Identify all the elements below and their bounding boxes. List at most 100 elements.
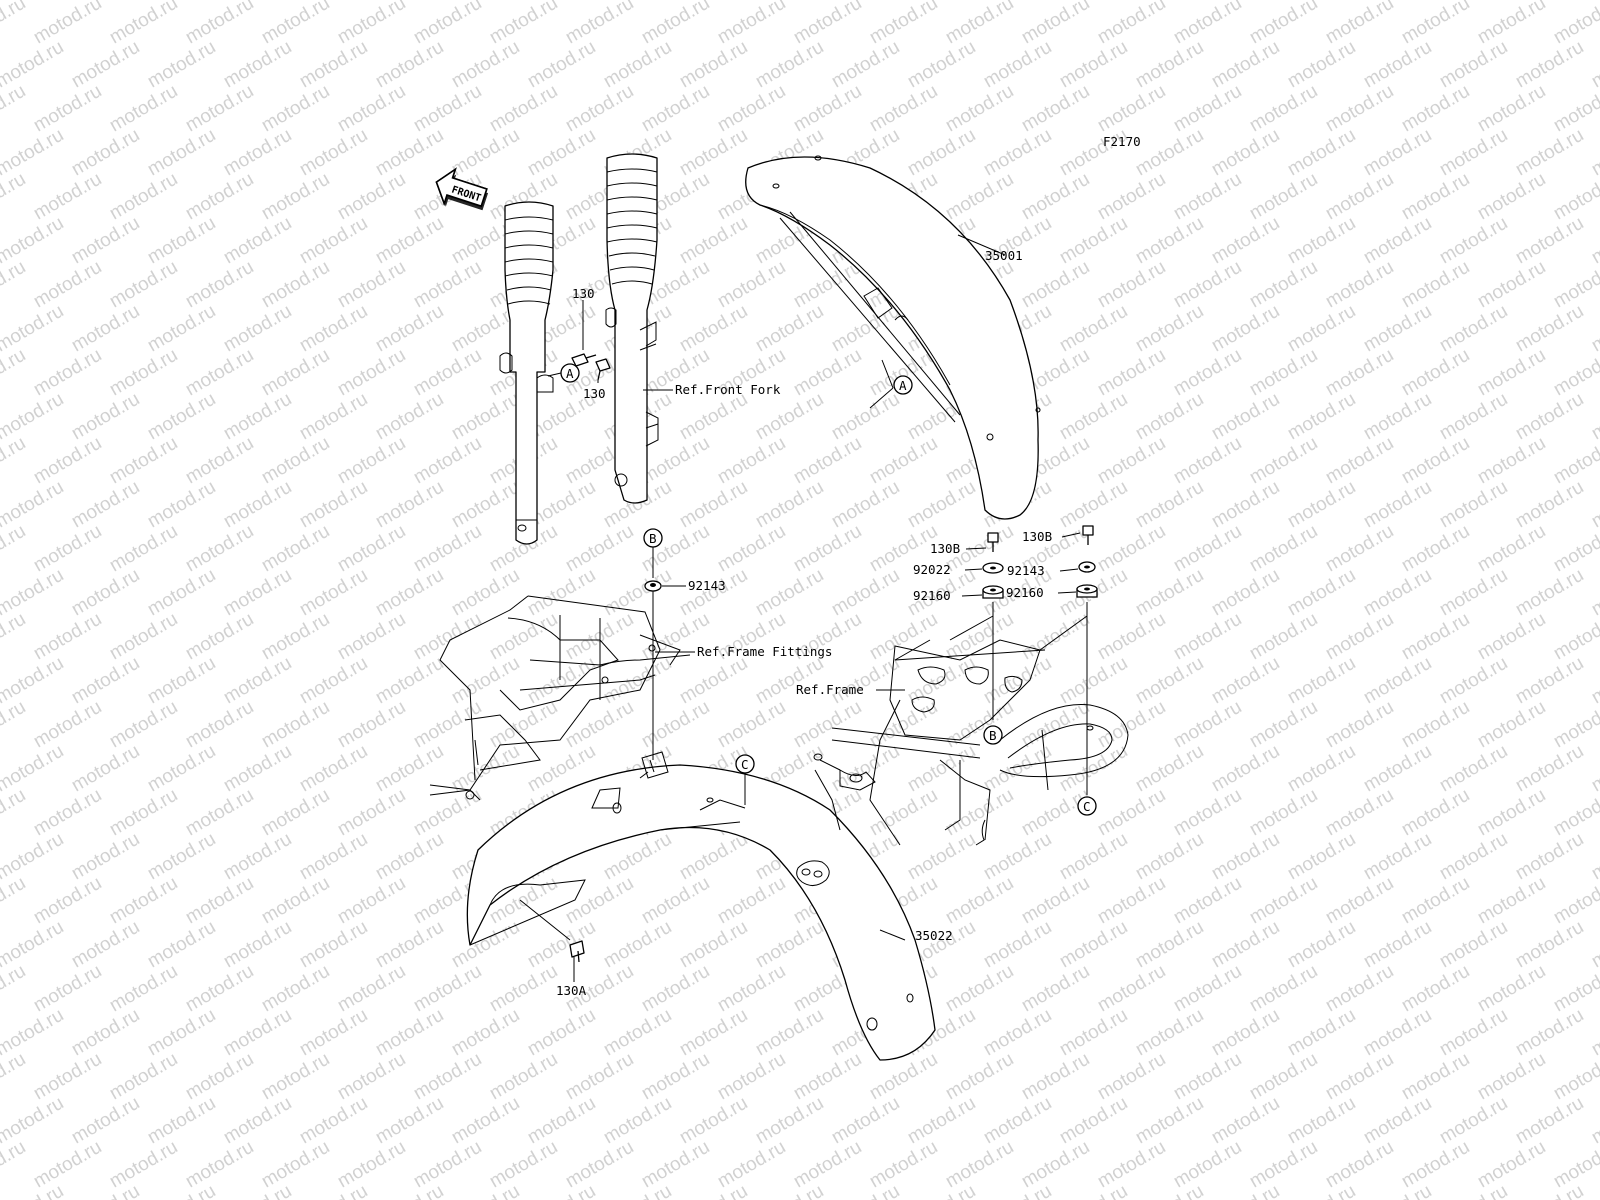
watermark-text: motod.ru — [1284, 829, 1359, 885]
watermark-text: motod.ru — [1132, 389, 1207, 445]
watermark-text: motod.ru — [182, 785, 257, 841]
watermark-text: motod.ru — [1322, 697, 1397, 753]
watermark-text: motod.ru — [714, 1137, 789, 1193]
watermark-text: motod.ru — [1588, 1093, 1600, 1149]
watermark-text: motod.ru — [1284, 741, 1359, 797]
watermark-text: motod.ru — [904, 125, 979, 181]
watermark-text: motod.ru — [752, 1181, 827, 1200]
watermark-text: motod.ru — [638, 873, 713, 929]
watermark-text: motod.ru — [942, 81, 1017, 137]
watermark-text: motod.ru — [524, 37, 599, 93]
watermark-text: motod.ru — [1322, 1137, 1397, 1193]
watermark-text: motod.ru — [1132, 565, 1207, 621]
watermark-text: motod.ru — [1474, 169, 1549, 225]
watermark-text: motod.ru — [144, 917, 219, 973]
ref-front-fork[interactable]: Ref.Front Fork — [675, 382, 781, 397]
watermark-text: motod.ru — [410, 1137, 485, 1193]
watermark-text: motod.ru — [410, 345, 485, 401]
watermark-text: motod.ru — [752, 565, 827, 621]
watermark-text: motod.ru — [1018, 873, 1093, 929]
watermark-text: motod.ru — [220, 565, 295, 621]
watermark-text: motod.ru — [220, 1093, 295, 1149]
watermark-text: motod.ru — [752, 301, 827, 357]
watermark-text: motod.ru — [752, 653, 827, 709]
watermark-text: motod.ru — [1056, 1093, 1131, 1149]
watermark-text: motod.ru — [980, 829, 1055, 885]
watermark-text: motod.ru — [1436, 1093, 1511, 1149]
watermark-text: motod.ru — [0, 125, 67, 181]
watermark-text: motod.ru — [1360, 213, 1435, 269]
watermark-text: motod.ru — [1056, 213, 1131, 269]
watermark-text: motod.ru — [1588, 477, 1600, 533]
watermark-text: motod.ru — [68, 125, 143, 181]
watermark-text: motod.ru — [0, 477, 67, 533]
bolt-130-lower-icon — [595, 358, 611, 381]
watermark-text: motod.ru — [1398, 785, 1473, 841]
ref-frame[interactable]: Ref.Frame — [796, 682, 864, 697]
watermark-text: motod.ru — [448, 741, 523, 797]
watermark-text: motod.ru — [1588, 653, 1600, 709]
watermark-text: motod.ru — [1436, 37, 1511, 93]
watermark-text: motod.ru — [1360, 1005, 1435, 1061]
watermark-text: motod.ru — [220, 213, 295, 269]
watermark-text: motod.ru — [0, 345, 29, 401]
watermark-text: motod.ru — [752, 389, 827, 445]
watermark-text: motod.ru — [30, 697, 105, 753]
watermark-text: motod.ru — [1398, 961, 1473, 1017]
watermark-text: motod.ru — [68, 477, 143, 533]
watermark-text: motod.ru — [372, 565, 447, 621]
label-92143-left: 92143 — [688, 578, 726, 593]
watermark-text: motod.ru — [904, 829, 979, 885]
watermark-text: motod.ru — [1588, 741, 1600, 797]
watermark-text: motod.ru — [1588, 917, 1600, 973]
watermark-text: motod.ru — [0, 697, 29, 753]
watermark-text: motod.ru — [68, 1093, 143, 1149]
watermark-text: motod.ru — [676, 917, 751, 973]
watermark-text: motod.ru — [106, 81, 181, 137]
watermark-text: motod.ru — [1018, 1049, 1093, 1105]
watermark-text: motod.ru — [1360, 741, 1435, 797]
watermark-text: motod.ru — [220, 301, 295, 357]
leader-35022 — [879, 929, 906, 941]
watermark-text: motod.ru — [1398, 1049, 1473, 1105]
watermark-text: motod.ru — [1284, 653, 1359, 709]
watermark-text: motod.ru — [1246, 1049, 1321, 1105]
watermark-text: motod.ru — [1170, 433, 1245, 489]
watermark-text: motod.ru — [1094, 0, 1169, 48]
watermark-text: motod.ru — [220, 917, 295, 973]
watermark-text: motod.ru — [296, 1005, 371, 1061]
watermark-text: motod.ru — [676, 213, 751, 269]
watermark-text: motod.ru — [1360, 565, 1435, 621]
watermark-text: motod.ru — [30, 433, 105, 489]
watermark-text: motod.ru — [1132, 213, 1207, 269]
watermark-text: motod.ru — [106, 433, 181, 489]
watermark-text: motod.ru — [1094, 961, 1169, 1017]
watermark-text: motod.ru — [144, 1093, 219, 1149]
watermark-text: motod.ru — [372, 653, 447, 709]
watermark-text: motod.ru — [1512, 917, 1587, 973]
watermark-text: motod.ru — [600, 37, 675, 93]
watermark-text: motod.ru — [1170, 1049, 1245, 1105]
leader-92143-right — [1059, 568, 1079, 572]
watermark-text: motod.ru — [30, 1049, 105, 1105]
label-130a: 130A — [556, 983, 587, 998]
watermark-text: motod.ru — [1436, 917, 1511, 973]
ref-frame-fittings[interactable]: Ref.Frame Fittings — [697, 644, 832, 659]
watermark-text: motod.ru — [1094, 345, 1169, 401]
watermark-text: motod.ru — [1474, 433, 1549, 489]
watermark-text: motod.ru — [1474, 81, 1549, 137]
watermark-text: motod.ru — [1284, 37, 1359, 93]
leader-130a-line — [519, 899, 571, 941]
watermark-text: motod.ru — [524, 565, 599, 621]
watermark-text: motod.ru — [334, 345, 409, 401]
watermark-text: motod.ru — [524, 1181, 599, 1200]
watermark-text: motod.ru — [182, 433, 257, 489]
watermark-text: motod.ru — [448, 477, 523, 533]
watermark-text: motod.ru — [600, 917, 675, 973]
watermark-text: motod.ru — [1512, 477, 1587, 533]
watermark-text: motod.ru — [1208, 741, 1283, 797]
watermark-text: motod.ru — [1056, 917, 1131, 973]
watermark-text: motod.ru — [600, 1181, 675, 1200]
watermark-text: motod.ru — [0, 1005, 67, 1061]
